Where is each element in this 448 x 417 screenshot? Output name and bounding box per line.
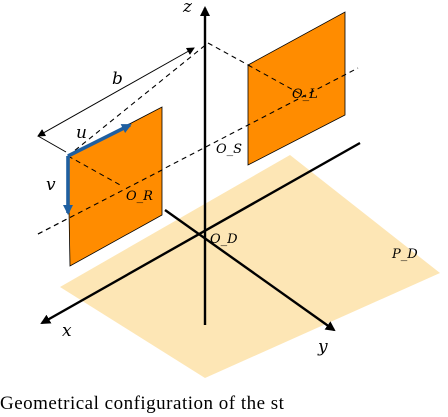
ol-label: O_L — [292, 87, 318, 102]
b-dimension-arrow — [37, 47, 195, 137]
top-dashed-line — [67, 42, 209, 157]
x-axis — [40, 141, 361, 325]
projection-plane — [60, 155, 440, 378]
os-label: O_S — [216, 142, 242, 157]
figure-caption: Geometrical configuration of the st — [0, 393, 285, 414]
b-extension-line — [37, 135, 67, 153]
z-axis-label: z — [182, 0, 193, 17]
left-camera-plane — [247, 11, 346, 166]
x-axis-label: x — [62, 321, 72, 341]
pd-label: P_D — [391, 247, 418, 262]
v-label: v — [46, 175, 56, 195]
right-camera-plane — [67, 106, 163, 267]
u-arrow — [67, 123, 132, 158]
baseline-dashed — [37, 67, 359, 235]
right-camera-diagonal — [67, 155, 123, 187]
or-label: O_R — [126, 189, 153, 204]
od-label: O_D — [210, 232, 238, 247]
u-label: u — [76, 123, 87, 143]
left-camera-diagonal — [247, 64, 307, 98]
y-axis-label: y — [317, 337, 328, 357]
y-axis — [164, 209, 336, 332]
b-label: b — [112, 69, 123, 89]
back-dashed-line — [207, 42, 251, 67]
